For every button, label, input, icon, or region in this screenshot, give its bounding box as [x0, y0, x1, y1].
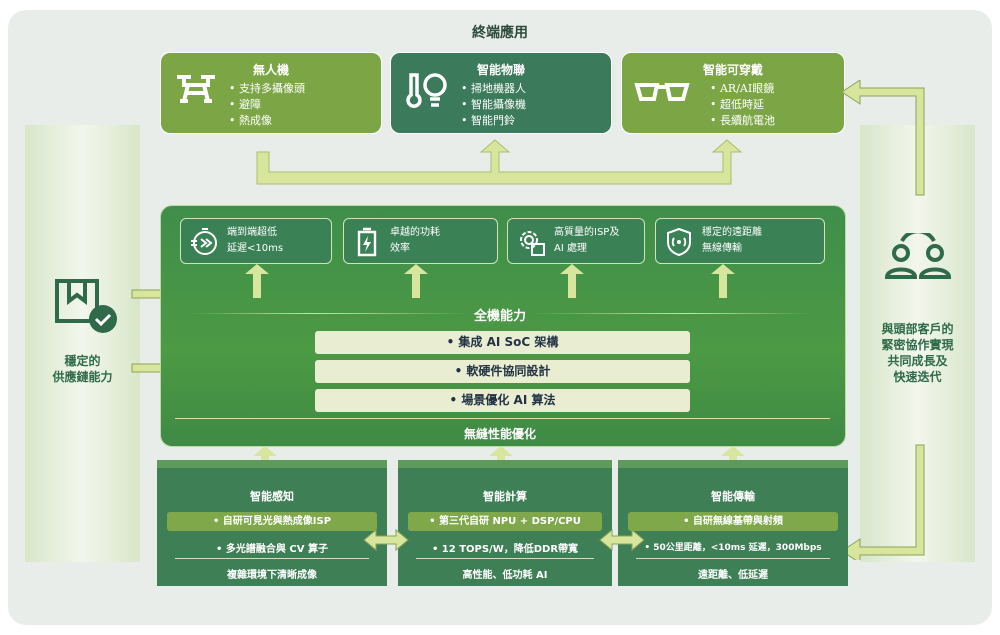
divider [190, 313, 810, 314]
feature-text: 穩定的遠距離 [702, 227, 762, 238]
app-item: • 避障 [229, 98, 261, 111]
app-item: • AR/AI眼鏡 [710, 82, 775, 95]
divider [175, 418, 830, 419]
app-wearable: 智能可穿戴 • AR/AI眼鏡 • 超低時延 • 長續航電池 [621, 52, 845, 134]
feature-text: AI 處理 [554, 243, 587, 254]
feature-text: 無線傳輸 [702, 243, 742, 254]
pillar-label: 緊密協作實現 [881, 338, 954, 352]
core-footer: 無縫性能優化 [463, 427, 536, 441]
app-title: 無人機 [252, 63, 289, 77]
battery-icon [357, 227, 377, 257]
feature-text: 效率 [390, 243, 410, 254]
capability-bar: • 軟硬件協同設計 [315, 360, 690, 383]
pillar-perception: 智能感知 • 自研可見光與熱成像ISP • 多光譜融合與 CV 算子複雜環境下清晰成… [157, 460, 387, 586]
app-drone: 無人機 • 支持多攝像頭 • 避障 • 熱成像 [160, 52, 382, 134]
feature-text: 延遲<10ms [227, 243, 284, 254]
gear-image-icon [520, 231, 545, 256]
pillar-title: 智能感知 [250, 490, 294, 503]
feature-latency: 端到端超低延遲<10ms [180, 218, 332, 264]
app-title: 智能可穿戴 [702, 63, 763, 77]
stopwatch-icon [191, 228, 217, 255]
pillar-label: 穩定的 [64, 354, 101, 368]
app-item: • 智能門鈴 [461, 114, 515, 127]
app-item: • 熱成像 [229, 114, 272, 127]
pillar-line: • 50公里距離，<10ms 延遲，300Mbps [644, 543, 822, 553]
supply-chain-pillar: 穩定的供應鏈能力 [25, 125, 140, 562]
pillar-highlight: • 自研可見光與熱成像ISP [167, 512, 377, 531]
pillar-line: • 多光譜融合與 CV 算子 [216, 544, 328, 555]
pillar-link-arrows [364, 528, 644, 552]
pillar-summary: 複雜環境下清晰成像 [227, 570, 317, 581]
diagram-title: 終端應用 [472, 25, 528, 41]
app-item: • 智能攝像機 [461, 98, 526, 111]
pillar-label: 共同成長及 [887, 354, 948, 368]
pillar-up-arrows [253, 446, 745, 470]
app-title: 智能物聯 [476, 63, 525, 77]
pillar-title: 智能計算 [483, 490, 527, 503]
feature-text: 卓越的功耗 [390, 227, 440, 238]
pillar-line: • 12 TOPS/W，降低DDR帶寬 [431, 544, 579, 555]
feature-up-arrows [245, 264, 735, 298]
pillar-label: 快速迭代 [893, 370, 942, 384]
feature-text: 高質量的ISP及 [554, 227, 620, 238]
pillar-summary: 高性能、低功耗 AI [462, 570, 548, 581]
app-item: • 超低時延 [710, 98, 764, 111]
app-item: • 支持多攝像頭 [229, 82, 305, 95]
pillar-highlight: • 自研無線基帶與射頻 [628, 512, 838, 531]
feedback-arrow [841, 80, 925, 560]
pillar-title: 智能傳輸 [711, 490, 755, 503]
shield-signal-icon [667, 227, 691, 257]
capability-bar: • 集成 AI SoC 架構 [315, 331, 690, 354]
pillar-compute: 智能計算 • 第三代自研 NPU + DSP/CPU • 12 TOPS/W，降低D… [398, 460, 612, 586]
feature-power: 卓越的功耗效率 [343, 218, 498, 264]
pillar-highlight: • 第三代自研 NPU + DSP/CPU [408, 512, 602, 531]
drone-icon [177, 75, 215, 103]
glasses-icon [634, 83, 690, 101]
app-item: • 長續航電池 [710, 114, 775, 127]
pillar-summary: 遠距離、低延遲 [698, 570, 768, 581]
pillar-transmission: 智能傳輸 • 自研無線基帶與射頻 • 50公里距離，<10ms 延遲，300Mbps… [618, 460, 848, 586]
feature-text: 端到端超低 [227, 227, 277, 238]
app-iot: 智能物聯 • 掃地機器人 • 智能攝像機 • 智能門鈴 [390, 52, 612, 134]
feature-isp: 高質量的ISP及 AI 處理 [507, 218, 645, 264]
people-icon [884, 233, 952, 279]
app-item: • 掃地機器人 [461, 82, 526, 95]
supply-chain-icon [55, 279, 117, 333]
core-title: 全機能力 [473, 309, 526, 324]
feature-wireless: 穩定的遠距離無線傳輸 [655, 218, 825, 264]
distribution-arrows [256, 139, 743, 185]
capability-bar: • 場景優化 AI 算法 [315, 389, 690, 412]
pillar-label: 與頭部客戶的 [881, 322, 954, 336]
thermometer-bulb-icon [406, 73, 447, 108]
pillar-label: 供應鏈能力 [52, 370, 113, 384]
